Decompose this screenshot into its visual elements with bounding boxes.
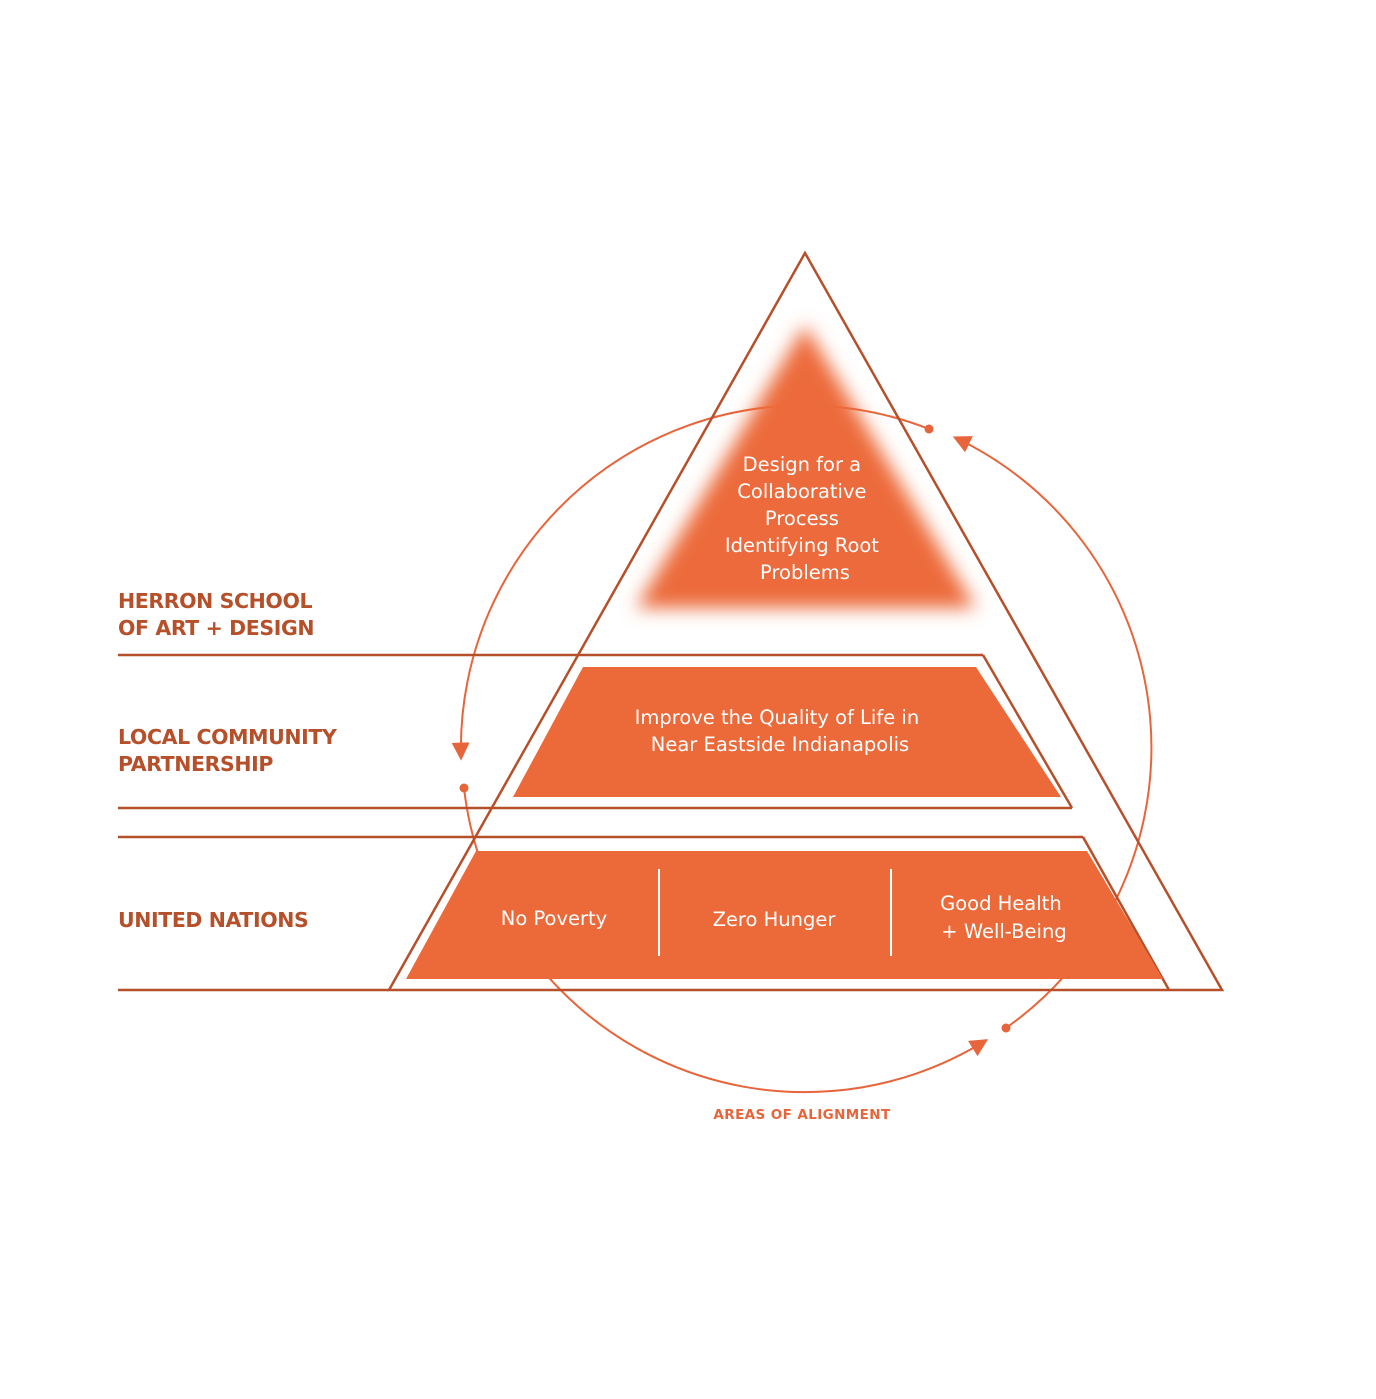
community-text-line: Improve the Quality of Life in [635,706,920,729]
goal-zero-hunger: Zero Hunger [713,908,837,931]
goal-no-poverty: No Poverty [501,907,607,930]
goal-text-line: Good Health [940,892,1062,915]
un-tier-shape [406,851,1163,979]
un-label-line: UNITED NATIONS [118,908,308,932]
herron-text-line: Design for a [743,453,862,476]
un-level-label: UNITED NATIONS [118,908,308,932]
goal-text-line: + Well-Being [941,920,1066,943]
cycle-node-icon [924,424,934,434]
areas-of-alignment-caption: AREAS OF ALIGNMENT [713,1107,891,1123]
herron-tier-shape [636,325,976,608]
herron-text-line: Identifying Root [725,534,879,557]
goal-text-line: No Poverty [501,907,607,930]
herron-text-line: Process [765,507,839,530]
herron-text-line: Problems [760,561,850,584]
level-dividers [118,653,1171,992]
pyramid-outline [386,250,1225,992]
herron-text-line: Collaborative [737,480,866,503]
community-label-line: LOCAL COMMUNITY [118,725,338,749]
community-tier-shape [513,667,1061,797]
community-label-line: PARTNERSHIP [118,752,273,776]
cycle-node-icon [1001,1023,1011,1033]
community-text-line: Near Eastside Indianapolis [651,733,909,756]
herron-label-line: OF ART + DESIGN [118,616,314,640]
community-tier-text: Improve the Quality of Life in Near East… [635,706,926,756]
divider-line [1081,836,1171,991]
community-level-label: LOCAL COMMUNITY PARTNERSHIP [118,725,343,776]
divider-line [981,654,1074,809]
goal-text-line: Zero Hunger [713,908,837,931]
cycle-node-icon [459,783,469,793]
herron-label-line: HERRON SCHOOL [118,589,312,613]
goal-good-health: Good Health + Well-Being [940,892,1068,943]
herron-level-label: HERRON SCHOOL OF ART + DESIGN [118,589,319,640]
herron-tier-text: Design for a Collaborative Process Ident… [725,453,885,584]
